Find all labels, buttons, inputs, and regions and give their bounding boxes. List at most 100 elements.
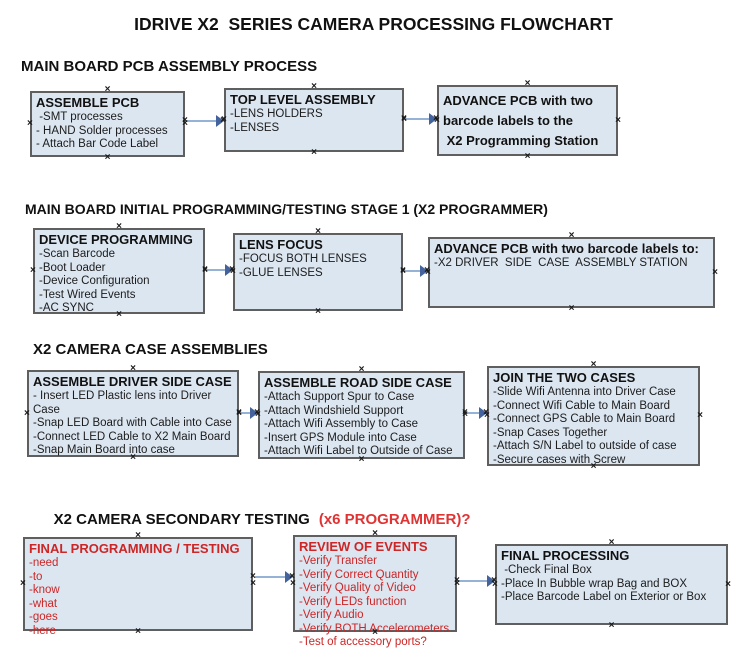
box-line: -LENSES bbox=[230, 121, 280, 134]
box-line: -LENS HOLDERS bbox=[230, 108, 323, 120]
connection-point-icon: × bbox=[130, 363, 136, 374]
box-assemble-road-side-case: ASSEMBLE ROAD SIDE CASE -Attach Support … bbox=[255, 365, 468, 465]
connection-point-icon: × bbox=[116, 221, 122, 232]
connector-line bbox=[467, 412, 481, 414]
section-header-text: X2 CAMERA SECONDARY TESTING bbox=[53, 511, 310, 528]
box-line: -Connect LED Cable to X2 Main Board bbox=[33, 430, 231, 443]
connection-point-icon: × bbox=[608, 537, 615, 548]
box-title: ADVANCE PCB with two barcode labels to t… bbox=[443, 93, 599, 148]
box-body: -Check Final Box-Place In Bubble wrap Ba… bbox=[501, 564, 722, 605]
connection-point-icon: × bbox=[27, 118, 33, 129]
box-assemble-driver-side-case: ASSEMBLE DRIVER SIDE CASE - Insert LED P… bbox=[24, 364, 242, 463]
box-line: -Device Configuration bbox=[39, 275, 150, 287]
box-line: -Connect Wifi Cable to Main Board bbox=[493, 399, 671, 412]
arrowhead-icon bbox=[487, 575, 495, 587]
flow-arrow: ×× bbox=[236, 407, 260, 419]
box-line: -Verify Correct Quantity bbox=[299, 568, 419, 581]
box-line: -Verify LEDs function bbox=[299, 595, 407, 608]
box-line: - Attach Bar Code Label bbox=[36, 138, 159, 150]
box-line: -Attach S/N Label to outside of case bbox=[493, 440, 677, 452]
box-title: ADVANCE PCB with two barcode labels to: bbox=[434, 241, 699, 256]
box-device-programming: DEVICE PROGRAMMING -Scan Barcode-Boot Lo… bbox=[30, 222, 208, 320]
box-title: REVIEW OF EVENTS bbox=[299, 539, 428, 554]
connection-point-icon: × bbox=[568, 303, 575, 314]
connection-point-icon: × bbox=[568, 230, 575, 241]
box-final-programming-testing: FINAL PROGRAMMING / TESTING -need-to-kno… bbox=[20, 531, 256, 637]
box-line: -FOCUS BOTH LENSES bbox=[239, 253, 367, 265]
box-body: -X2 DRIVER SIDE CASE ASSEMBLY STATION bbox=[434, 257, 709, 271]
box-line: -Snap Main Board into case bbox=[33, 444, 175, 456]
box-line: -need bbox=[29, 557, 59, 569]
box-line: -Attach Wifi Assembly to Case bbox=[264, 418, 419, 430]
connection-point-icon: × bbox=[104, 152, 111, 163]
flow-arrow: ×× bbox=[202, 264, 235, 276]
section-header-initial-programming-testing: MAIN BOARD INITIAL PROGRAMMING/TESTING S… bbox=[25, 201, 548, 217]
connection-point-icon: × bbox=[24, 407, 30, 419]
box-line: -Test Wired Events bbox=[39, 288, 136, 301]
box-line: -here bbox=[29, 624, 56, 637]
connection-point-icon: × bbox=[712, 266, 718, 278]
box-body: -SMT processes- HAND Solder processes- A… bbox=[36, 111, 179, 152]
box-advance-pcb-to-driver-side-station: ADVANCE PCB with two barcode labels to: … bbox=[425, 231, 718, 314]
connection-point-icon: × bbox=[697, 410, 703, 421]
box-review-of-events: REVIEW OF EVENTS -Verify Transfer-Verify… bbox=[290, 529, 460, 649]
box-line: -to bbox=[29, 570, 43, 583]
box-title: ASSEMBLE PCB bbox=[36, 95, 140, 110]
connection-point-icon: × bbox=[615, 114, 621, 126]
connection-point-icon: × bbox=[608, 620, 615, 631]
box-title: ASSEMBLE DRIVER SIDE CASE bbox=[33, 374, 232, 389]
box-line: -Place In Bubble wrap Bag and BOX bbox=[501, 577, 688, 590]
box-line: -what bbox=[29, 597, 58, 610]
box-title: LENS FOCUS bbox=[239, 237, 323, 252]
box-line: -Place Barcode Label on Exterior or Box bbox=[501, 591, 707, 603]
box-line: -Boot Loader bbox=[39, 261, 106, 274]
box-body: -FOCUS BOTH LENSES-GLUE LENSES bbox=[239, 253, 397, 280]
box-lens-focus: LENS FOCUS -FOCUS BOTH LENSES-GLUE LENSE… bbox=[230, 227, 406, 317]
arrowhead-icon bbox=[250, 407, 258, 419]
box-body: -Attach Support Spur to Case-Attach Wind… bbox=[264, 391, 459, 459]
box-line: -GLUE LENSES bbox=[239, 266, 323, 279]
box-line: -Insert GPS Module into Case bbox=[264, 431, 417, 444]
arrowhead-icon bbox=[479, 407, 487, 419]
section-header-camera-secondary-testing: X2 CAMERA SECONDARY TESTING(x6 PROGRAMME… bbox=[37, 494, 471, 545]
flowchart-title: IDRIVE X2 SERIES CAMERA PROCESSING FLOWC… bbox=[134, 14, 613, 34]
connection-point-icon: × bbox=[20, 578, 26, 589]
arrowhead-icon bbox=[225, 264, 233, 276]
connector-line bbox=[406, 118, 431, 120]
arrowhead-icon bbox=[285, 571, 293, 583]
connection-point-icon: × bbox=[524, 151, 531, 162]
connection-point-icon: × bbox=[358, 364, 365, 375]
arrowhead-icon bbox=[420, 265, 428, 277]
box-line: -Check Final Box bbox=[501, 564, 592, 576]
box-title: JOIN THE TWO CASES bbox=[493, 370, 636, 385]
section-header-camera-case-assemblies: X2 CAMERA CASE ASSEMBLIES bbox=[33, 341, 268, 358]
box-line: -Connect GPS Cable to Main Board bbox=[493, 413, 676, 425]
box-title: FINAL PROCESSING bbox=[501, 548, 630, 563]
connection-point-icon: × bbox=[315, 226, 321, 237]
box-line: -SMT processes bbox=[36, 111, 123, 123]
box-top-level-assembly: TOP LEVEL ASSEMBLY -LENS HOLDERS-LENSES … bbox=[221, 82, 407, 158]
box-line: - Insert LED Plastic lens into Driver Ca… bbox=[33, 390, 215, 416]
box-line: -Slide Wifi Antenna into Driver Case bbox=[493, 386, 676, 398]
connector-line bbox=[187, 120, 218, 122]
connection-point-icon: × bbox=[30, 265, 36, 276]
flow-arrow: ×× bbox=[250, 571, 295, 583]
box-line: -Scan Barcode bbox=[39, 248, 116, 260]
box-line: - HAND Solder processes bbox=[36, 124, 168, 137]
connector-line bbox=[207, 269, 227, 271]
connection-point-icon: × bbox=[524, 78, 531, 89]
box-line: -Test of accessory ports? bbox=[299, 636, 427, 648]
box-line: -AC SYNC bbox=[39, 302, 94, 314]
box-body: -Scan Barcode-Boot Loader-Device Configu… bbox=[39, 248, 199, 316]
box-assemble-pcb: ASSEMBLE PCB -SMT processes- HAND Solder… bbox=[27, 85, 188, 163]
flow-arrow: ×× bbox=[400, 265, 430, 277]
box-body: -Verify Transfer-Verify Correct Quantity… bbox=[299, 555, 451, 650]
connection-point-icon: × bbox=[590, 359, 597, 370]
flow-arrow: ×× bbox=[182, 115, 226, 127]
box-line: -Verify Transfer bbox=[299, 555, 377, 567]
box-line: -Verify Audio bbox=[299, 609, 364, 621]
connection-point-icon: × bbox=[311, 81, 317, 92]
connection-point-icon: × bbox=[104, 84, 111, 95]
box-title: TOP LEVEL ASSEMBLY bbox=[230, 92, 376, 107]
